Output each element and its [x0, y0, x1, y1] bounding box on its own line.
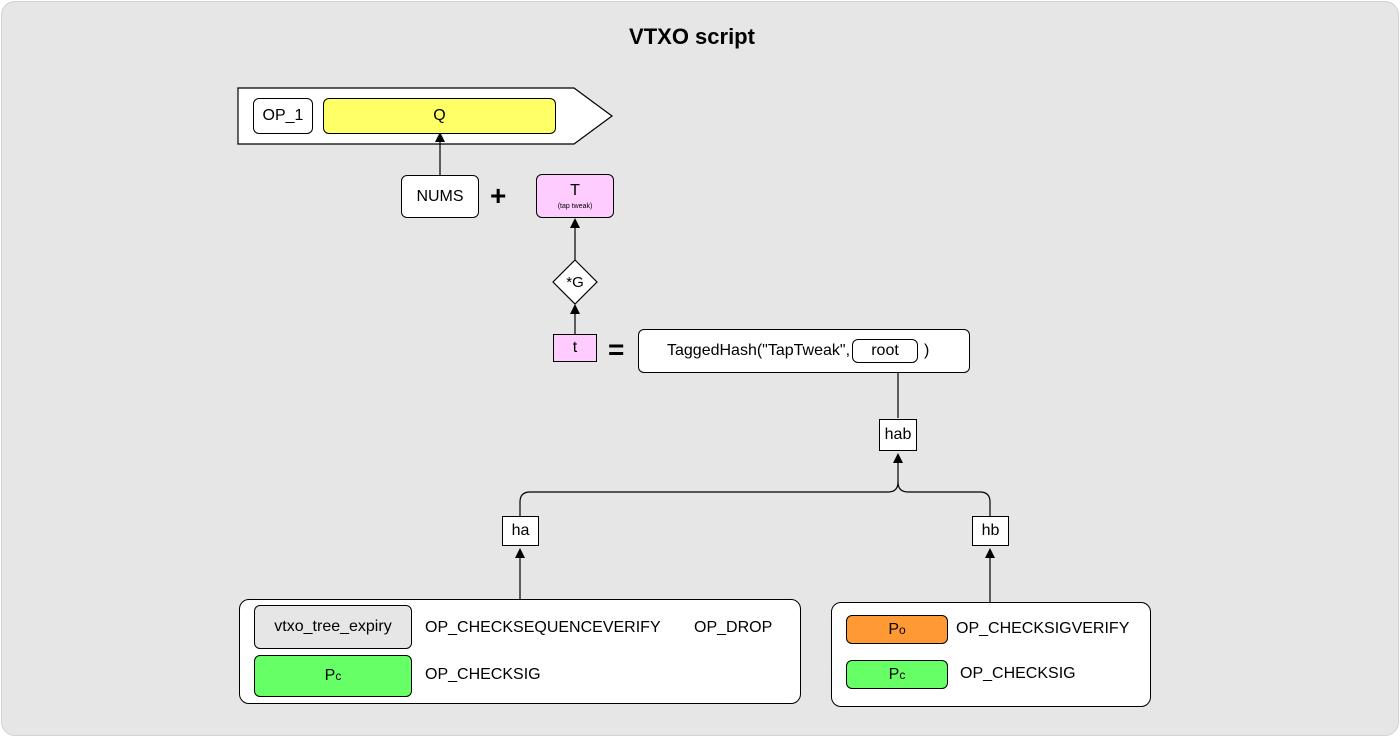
op-drop: OP_DROP: [694, 619, 773, 636]
pc-key-label-right: P: [888, 665, 900, 683]
tagged-hash-suffix: ): [924, 342, 930, 359]
diagram-title: VTXO script: [629, 24, 755, 49]
mult-g-label: *G: [566, 274, 584, 291]
op-checksigverify: OP_CHECKSIGVERIFY: [956, 620, 1130, 637]
pc-key-subscript-right: c: [899, 667, 906, 682]
pc-key-subscript: c: [335, 669, 342, 683]
node-hab: hab: [879, 419, 917, 451]
op-1-box: OP_1: [253, 98, 313, 134]
leaf-right-op-checksig: OP_CHECKSIG: [960, 665, 1076, 682]
leaf-left-op-checksig: OP_CHECKSIG: [425, 666, 541, 683]
po-key-label: P: [888, 620, 899, 638]
tweak-scalar-box: t: [553, 334, 597, 362]
node-hb: hb: [972, 516, 1009, 546]
tagged-hash-prefix: TaggedHash("TapTweak",: [667, 342, 851, 359]
branch-ha-to-hab: [519, 453, 903, 516]
expiry-box: vtxo_tree_expiry: [254, 605, 412, 649]
pc-key-label: P: [324, 667, 336, 684]
mult-g-diamond: [552, 259, 598, 305]
branch-hb-to-hab: [897, 481, 991, 516]
tap-tweak-box: T (tap tweak): [536, 174, 614, 218]
plus-sign: +: [490, 180, 507, 211]
nums-box: NUMS: [401, 175, 479, 218]
op-checksequenceverify: OP_CHECKSEQUENCEVERIFY: [425, 619, 661, 636]
node-ha: ha: [502, 516, 539, 546]
equals-sign: =: [608, 334, 625, 365]
po-key-subscript: o: [898, 622, 906, 637]
q-key-box: Q: [323, 98, 556, 134]
tap-tweak-label: T: [570, 181, 580, 199]
root-box: root: [852, 339, 919, 363]
tap-tweak-note: (tap tweak): [557, 202, 593, 210]
tagged-hash-box: TaggedHash("TapTweak", root ): [638, 329, 970, 373]
